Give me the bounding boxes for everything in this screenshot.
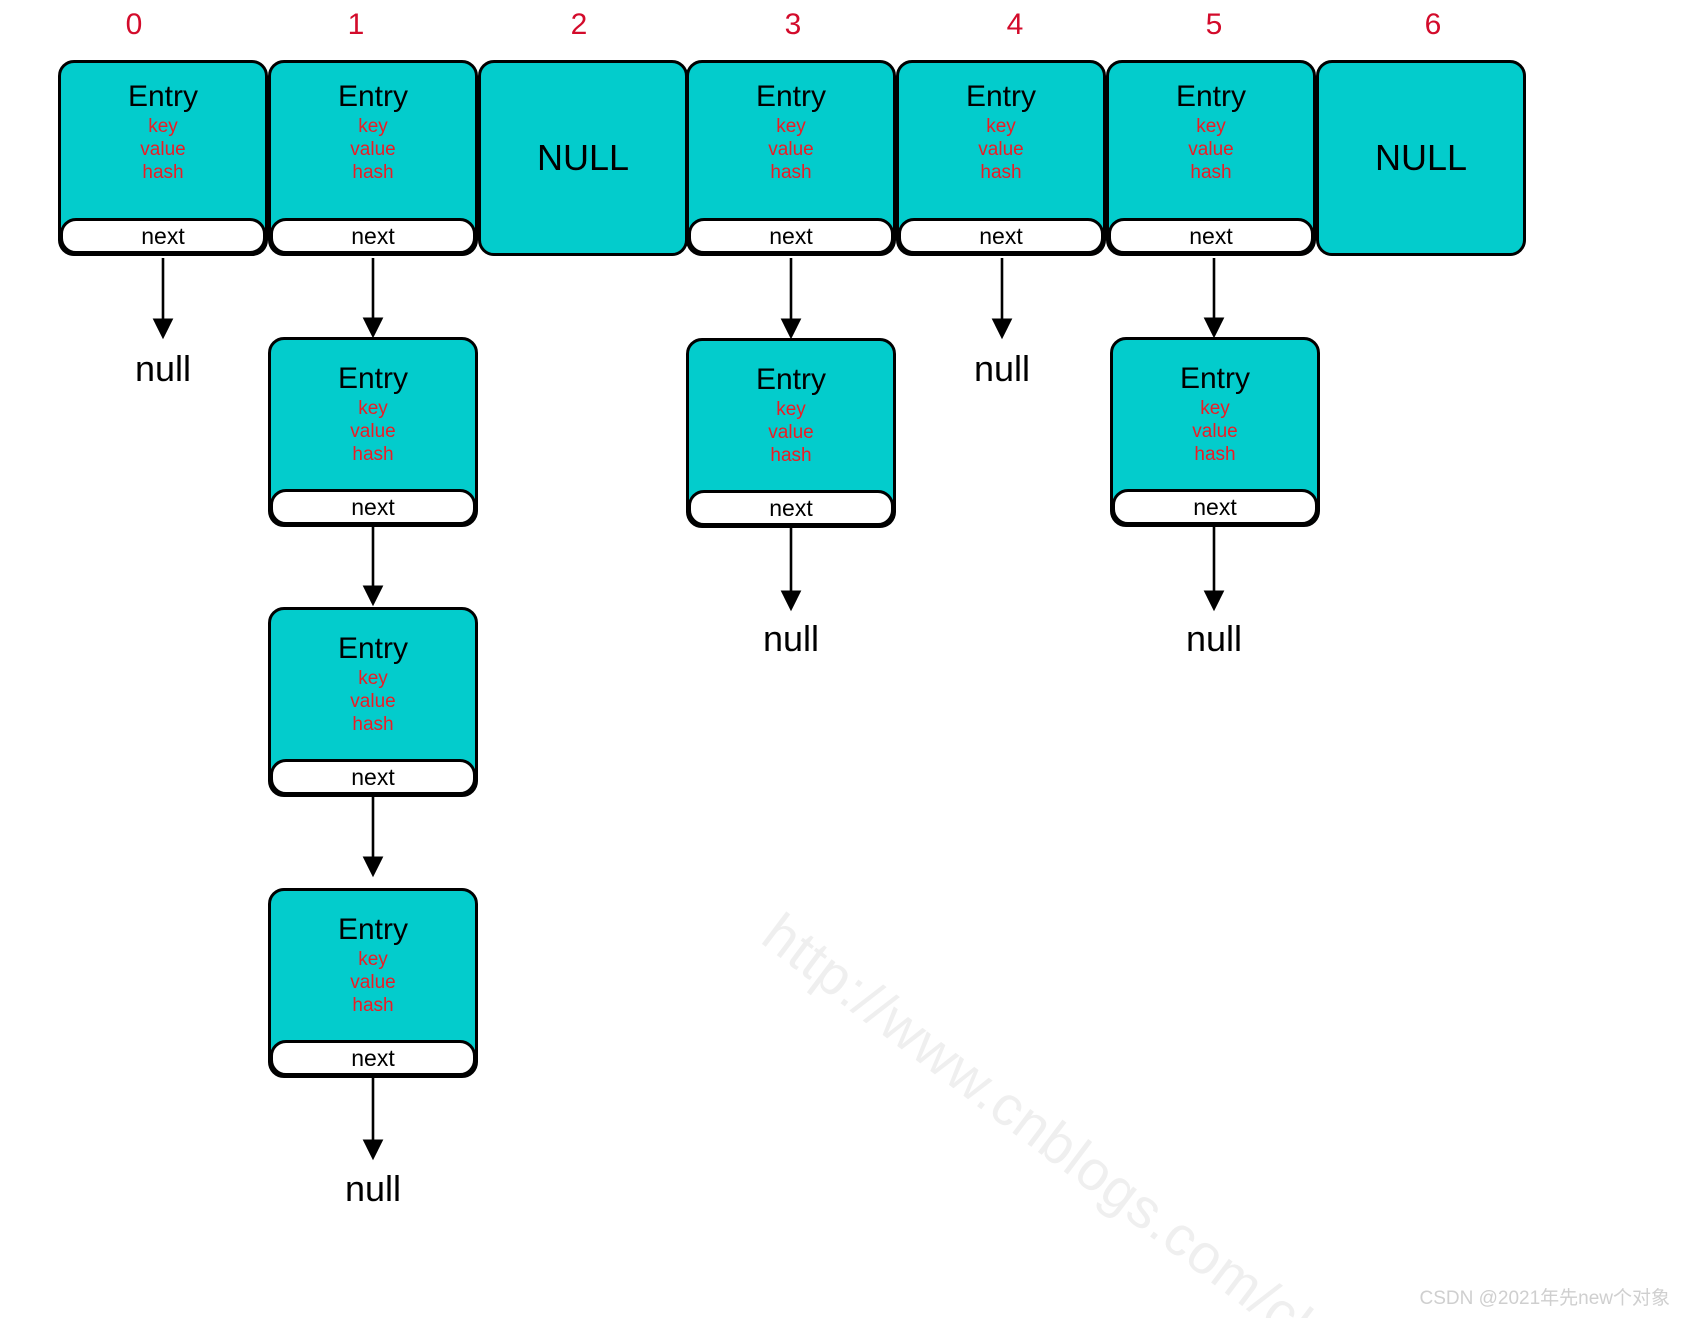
entry-field-value: value (1192, 421, 1238, 443)
entry-field-value: value (350, 421, 396, 443)
next-pointer-bar[interactable]: next (688, 218, 894, 254)
entry-field-key: key (776, 399, 806, 421)
bucket-3-body: Entry key value hash (689, 63, 893, 203)
entry-field-key: key (358, 949, 388, 971)
entry-title: Entry (1175, 80, 1247, 114)
bucket-cell-1[interactable]: Entry key value hash next (268, 60, 478, 256)
entry-field-key: key (1196, 116, 1226, 138)
entry-field-hash: hash (352, 162, 394, 184)
entry-field-value: value (978, 139, 1024, 161)
bucket-5-body: Entry key value hash (1109, 63, 1313, 203)
null-leaf-bucket1: null (344, 1168, 402, 1209)
next-pointer-bar[interactable]: next (60, 218, 266, 254)
next-pointer-bar[interactable]: next (270, 1040, 476, 1076)
entry-field-key: key (986, 116, 1016, 138)
chain-node-col3-1[interactable]: Entry key value hash next (686, 338, 896, 528)
entry-title: Entry (337, 362, 409, 396)
entry-field-hash: hash (352, 444, 394, 466)
entry-title: Entry (127, 80, 199, 114)
chain-node-body: Entry key value hash (1113, 340, 1317, 490)
entry-field-hash: hash (352, 995, 394, 1017)
entry-field-value: value (140, 139, 186, 161)
entry-field-value: value (350, 691, 396, 713)
next-pointer-bar[interactable]: next (270, 489, 476, 525)
entry-field-value: value (350, 972, 396, 994)
bucket-0-body: Entry key value hash (61, 63, 265, 203)
entry-title: Entry (337, 80, 409, 114)
next-pointer-bar[interactable]: next (270, 218, 476, 254)
index-label-5: 5 (1205, 8, 1223, 41)
entry-field-hash: hash (770, 162, 812, 184)
chain-node-body: Entry key value hash (271, 340, 475, 490)
index-label-1: 1 (347, 8, 365, 41)
chain-node-body: Entry key value hash (689, 341, 893, 491)
next-pointer-bar[interactable]: next (898, 218, 1104, 254)
next-pointer-bar[interactable]: next (270, 759, 476, 795)
chain-node-body: Entry key value hash (271, 610, 475, 760)
chain-node-body: Entry key value hash (271, 891, 475, 1041)
index-label-6: 6 (1424, 8, 1442, 41)
null-cell-label: NULL (536, 137, 630, 178)
entry-field-value: value (1188, 139, 1234, 161)
entry-fields: key value hash (140, 115, 185, 185)
bucket-cell-5[interactable]: Entry key value hash next (1106, 60, 1316, 256)
entry-field-key: key (776, 116, 806, 138)
index-label-4: 4 (1006, 8, 1024, 41)
entry-field-hash: hash (142, 162, 184, 184)
entry-field-hash: hash (1190, 162, 1232, 184)
next-pointer-bar[interactable]: next (1112, 489, 1318, 525)
entry-fields: key value hash (768, 398, 813, 468)
chain-node-col5-1[interactable]: Entry key value hash next (1110, 337, 1320, 527)
entry-title: Entry (755, 80, 827, 114)
entry-field-key: key (148, 116, 178, 138)
null-leaf-bucket3: null (762, 618, 820, 659)
entry-field-hash: hash (1194, 444, 1236, 466)
entry-fields: key value hash (350, 948, 395, 1018)
bucket-cell-0[interactable]: Entry key value hash next (58, 60, 268, 256)
entry-title: Entry (755, 363, 827, 397)
entry-field-key: key (358, 116, 388, 138)
bucket-1-body: Entry key value hash (271, 63, 475, 203)
entry-fields: key value hash (1192, 397, 1237, 467)
entry-field-value: value (768, 139, 814, 161)
entry-fields: key value hash (350, 667, 395, 737)
next-pointer-bar[interactable]: next (1108, 218, 1314, 254)
entry-field-value: value (768, 422, 814, 444)
chain-node-col1-2[interactable]: Entry key value hash next (268, 607, 478, 797)
entry-fields: key value hash (350, 115, 395, 185)
entry-fields: key value hash (1188, 115, 1233, 185)
watermark-url: http://www.cnblogs.com/chengxiao/ (751, 900, 1515, 1318)
null-leaf-bucket0: null (134, 348, 192, 389)
entry-fields: key value hash (978, 115, 1023, 185)
entry-title: Entry (965, 80, 1037, 114)
null-cell-label: NULL (1374, 137, 1468, 178)
entry-field-hash: hash (770, 445, 812, 467)
null-leaf-bucket4: null (973, 348, 1031, 389)
next-pointer-bar[interactable]: next (688, 490, 894, 526)
bucket-4-body: Entry key value hash (899, 63, 1103, 203)
bucket-cell-2[interactable]: NULL (478, 60, 688, 256)
bucket-cell-3[interactable]: Entry key value hash next (686, 60, 896, 256)
bucket-cell-6[interactable]: NULL (1316, 60, 1526, 256)
chain-node-col1-1[interactable]: Entry key value hash next (268, 337, 478, 527)
entry-fields: key value hash (350, 397, 395, 467)
index-label-2: 2 (570, 8, 588, 41)
bucket-cell-4[interactable]: Entry key value hash next (896, 60, 1106, 256)
entry-fields: key value hash (768, 115, 813, 185)
entry-title: Entry (1179, 362, 1251, 396)
entry-field-key: key (358, 398, 388, 420)
entry-field-key: key (358, 668, 388, 690)
index-label-3: 3 (784, 8, 802, 41)
index-label-0: 0 (125, 8, 143, 41)
entry-field-hash: hash (352, 714, 394, 736)
entry-field-key: key (1200, 398, 1230, 420)
entry-title: Entry (337, 632, 409, 666)
null-leaf-bucket5: null (1185, 618, 1243, 659)
csdn-watermark-footer: CSDN @2021年先new个对象 (1419, 1288, 1670, 1309)
entry-field-value: value (350, 139, 396, 161)
chain-node-col1-3[interactable]: Entry key value hash next (268, 888, 478, 1078)
entry-title: Entry (337, 913, 409, 947)
entry-field-hash: hash (980, 162, 1022, 184)
